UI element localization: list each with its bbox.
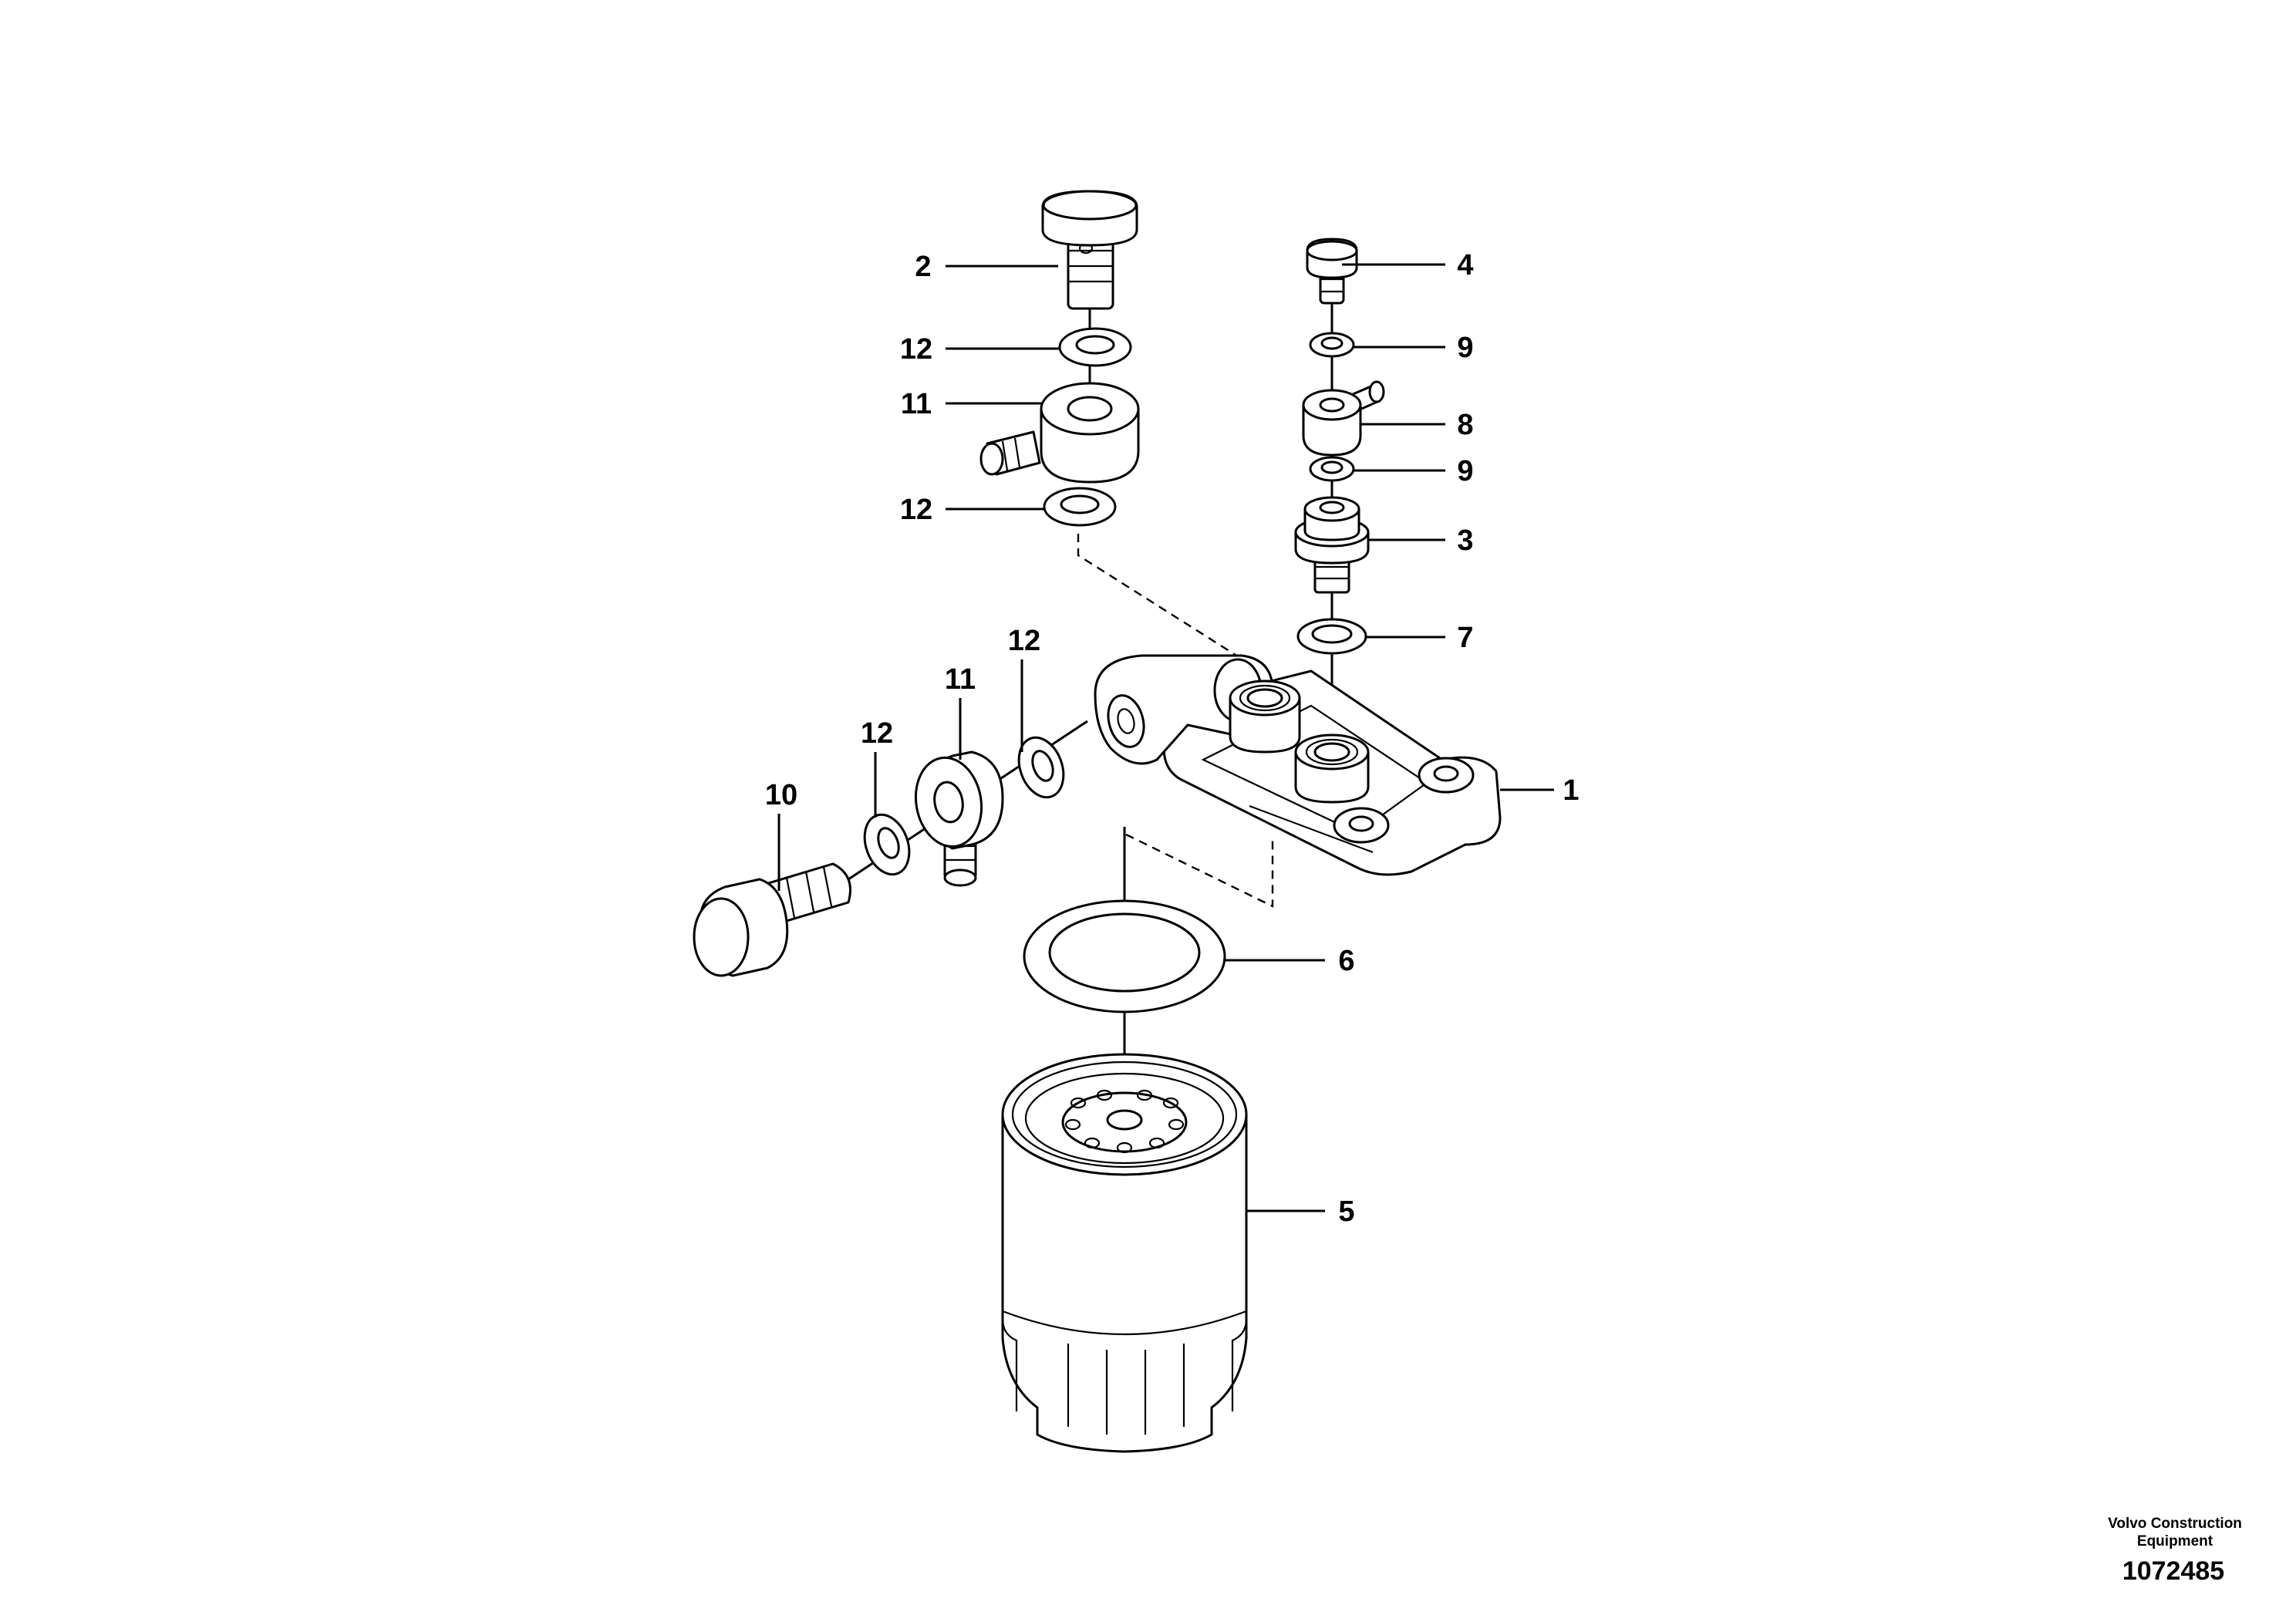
callout-10: 10 [765, 779, 797, 811]
callout-5: 5 [1338, 1195, 1354, 1228]
part-washer-9-b [1309, 456, 1355, 482]
part-filter-cartridge [1001, 1053, 1248, 1453]
drawing-number: 1072485 [2122, 1556, 2224, 1586]
callout-4: 4 [1457, 249, 1473, 282]
assembly-dashed-lines [1077, 534, 1274, 908]
callout-12-b: 12 [900, 494, 932, 526]
part-banjo-fitting-left [914, 750, 1004, 887]
callout-12-d: 12 [861, 717, 893, 750]
callout-6: 6 [1338, 945, 1354, 977]
callout-7: 7 [1457, 622, 1473, 654]
drawing-credit: Volvo Construction Equipment 1072485 [2108, 1516, 2242, 1586]
filter-holes [1064, 1089, 1185, 1154]
part-banjo-bolt-top [1041, 190, 1138, 310]
callout-9-b: 9 [1457, 455, 1473, 487]
part-gasket-ring [1023, 899, 1226, 1013]
part-washer-12-c [1017, 736, 1065, 799]
callout-8: 8 [1457, 409, 1473, 441]
callout-9-a: 9 [1457, 332, 1473, 364]
part-bolt-top-right [1306, 238, 1358, 305]
part-adapter-nut [1294, 496, 1370, 594]
callout-2: 2 [915, 251, 931, 283]
part-filter-head [1094, 654, 1502, 876]
part-banjo-bolt-left [693, 862, 851, 977]
part-washer-7 [1296, 618, 1367, 655]
part-washer-12-a [1058, 327, 1132, 367]
company-name-line1: Volvo Construction [2108, 1516, 2242, 1532]
part-washer-12-d [863, 813, 911, 876]
callout-11-b: 11 [945, 663, 976, 696]
part-banjo-fitting-top [979, 382, 1140, 484]
callout-11-a: 11 [901, 388, 932, 420]
callout-12-c: 12 [1008, 625, 1040, 657]
callout-leader-lines [777, 263, 1554, 1212]
callout-labels: 2 12 11 12 4 9 8 9 3 7 1 6 5 12 11 12 10 [765, 249, 1580, 1228]
callout-3: 3 [1457, 524, 1473, 557]
callout-1: 1 [1563, 774, 1579, 807]
company-name-line2: Equipment [2137, 1533, 2213, 1549]
callout-12-a: 12 [900, 333, 932, 366]
part-washer-12-b [1043, 487, 1117, 527]
part-banjo-fitting-right [1302, 380, 1385, 457]
part-washer-9-a [1309, 332, 1355, 358]
